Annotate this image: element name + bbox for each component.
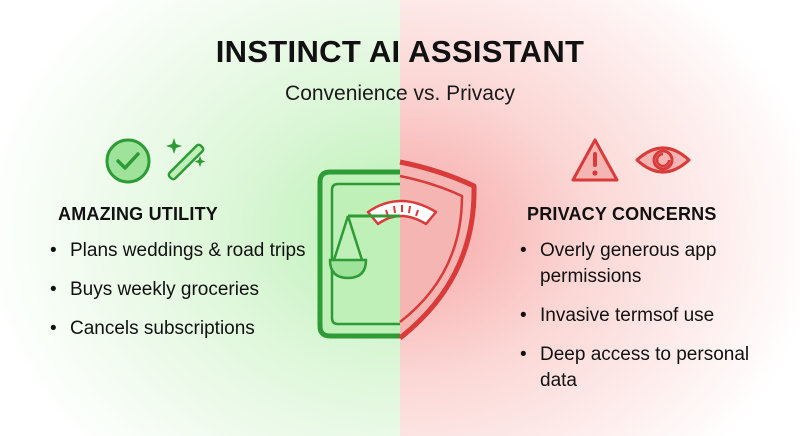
balance-scale-icon (328, 199, 438, 280)
privacy-list: Overly generous app permissions Invasive… (520, 238, 780, 407)
list-item: Plans weddings & road trips (50, 238, 310, 264)
eye-icon (635, 146, 691, 174)
list-item: Buys weekly groceries (50, 277, 310, 303)
check-circle-icon (105, 138, 151, 184)
privacy-heading: PRIVACY CONCERNS (527, 204, 717, 224)
list-item: Invasive termsof use (520, 303, 780, 329)
magic-wand-icon (166, 138, 206, 181)
list-item: Cancels subscriptions (50, 316, 310, 342)
list-item: Overly generous app permissions (520, 238, 780, 290)
page-subtitle: Convenience vs. Privacy (285, 82, 515, 105)
utility-heading: AMAZING UTILITY (58, 204, 218, 224)
utility-list: Plans weddings & road trips Buys weekly … (50, 238, 310, 355)
page-title: INSTINCT AI ASSISTANT (215, 34, 585, 69)
warning-triangle-icon (571, 138, 619, 182)
list-item: Deep access to personal data (520, 342, 780, 394)
